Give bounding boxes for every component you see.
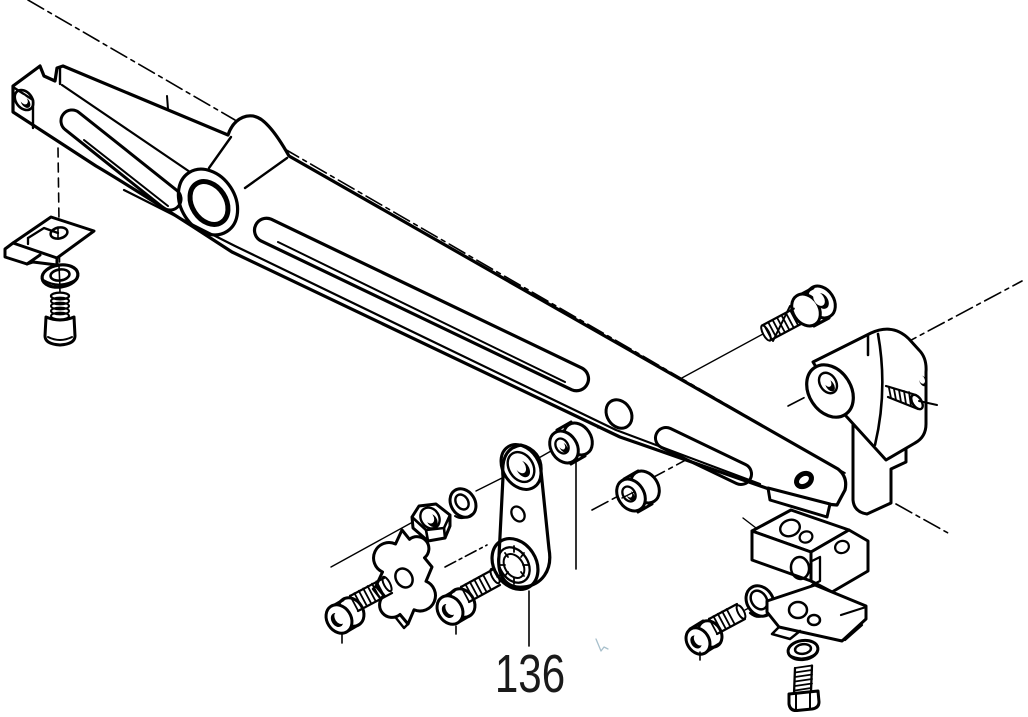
arm-slot-2 <box>252 216 591 393</box>
clamp-bore <box>817 371 839 395</box>
pivot-link <box>490 443 577 647</box>
link-middle-hole <box>510 505 526 523</box>
clip-set-screw <box>43 291 77 347</box>
arm-slot-1 <box>59 108 183 212</box>
arm-tip-tab <box>766 486 832 519</box>
arm-slot-3 <box>654 426 753 486</box>
flat-washer <box>786 638 820 662</box>
shoulder-cap-screw <box>760 284 837 342</box>
mounting-block <box>750 508 870 594</box>
arm-pivot-boss <box>176 167 240 237</box>
cap-screw-1 <box>324 575 394 644</box>
arm-middle-hole <box>604 398 634 430</box>
pivot-clamp-bracket <box>805 327 928 516</box>
link-washer <box>448 487 478 520</box>
cap-screw-3 <box>684 602 747 661</box>
arm-retainer-clip <box>3 215 96 267</box>
main-arm <box>11 64 848 519</box>
clamp-set-screw <box>884 384 938 411</box>
link-top-boss <box>499 443 543 491</box>
arm-end-hole <box>13 88 35 112</box>
keyhole-bracket <box>765 583 868 643</box>
part-callout-label: 136 <box>495 644 565 704</box>
clip-axis-overlays <box>57 226 61 289</box>
spacer-bushing-2 <box>615 469 661 514</box>
cursor-artifact <box>595 638 609 652</box>
link-nut <box>410 502 452 543</box>
cap-screw-2 <box>435 567 502 635</box>
spacer-bushing-1 <box>548 420 594 466</box>
hex-head-screw <box>787 664 821 713</box>
arm-tip-hole <box>794 470 814 490</box>
